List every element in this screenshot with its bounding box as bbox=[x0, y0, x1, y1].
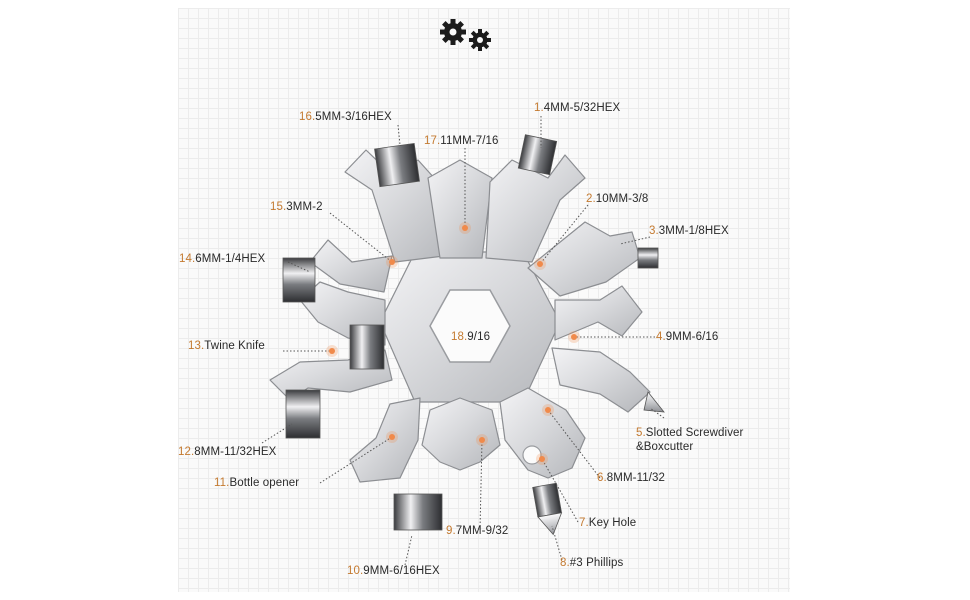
leader-line bbox=[319, 436, 393, 484]
label-number: 13. bbox=[188, 340, 205, 352]
label-text: 11MM-7/16 bbox=[440, 135, 499, 147]
label-18: 18.9/16 bbox=[451, 330, 490, 344]
leader-line bbox=[397, 124, 401, 146]
leader-line bbox=[479, 439, 483, 531]
label-text: Bottle opener bbox=[229, 477, 300, 489]
label-text: Slotted Screwdiver bbox=[645, 427, 744, 439]
marker-dot bbox=[462, 225, 468, 231]
label-4: 4.9MM-6/16 bbox=[656, 330, 718, 344]
label-16: 16.5MM-3/16HEX bbox=[299, 110, 392, 124]
label-13: 13.Twine Knife bbox=[188, 339, 265, 353]
label-17: 17.11MM-7/16 bbox=[424, 134, 499, 148]
label-9: 9.7MM-9/32 bbox=[446, 524, 508, 538]
label-number: 8. bbox=[560, 557, 570, 569]
label-15: 15.3MM-2 bbox=[270, 200, 323, 214]
label-text: 8MM-11/32HEX bbox=[194, 446, 277, 458]
marker-dot bbox=[571, 334, 577, 340]
label-8: 8.#3 Phillips bbox=[560, 556, 623, 570]
label-text: 7MM-9/32 bbox=[455, 525, 509, 537]
label-number: 15. bbox=[270, 201, 287, 213]
label-number: 2. bbox=[586, 193, 596, 205]
marker-dot bbox=[479, 437, 485, 443]
marker-dot bbox=[537, 261, 543, 267]
gears-icon bbox=[434, 13, 496, 56]
label-text: 9MM-6/16HEX bbox=[363, 565, 440, 577]
label-3: 3.3MM-1/8HEX bbox=[649, 224, 729, 238]
marker-dot bbox=[329, 348, 335, 354]
label-11: 11.Bottle opener bbox=[214, 476, 299, 490]
leader-line bbox=[547, 409, 601, 479]
label-number: 7. bbox=[579, 517, 589, 529]
label-number: 12. bbox=[178, 446, 195, 458]
marker-dot bbox=[545, 407, 551, 413]
label-text: Twine Knife bbox=[204, 340, 265, 352]
label-number: 10. bbox=[347, 565, 364, 577]
label-text: 9/16 bbox=[467, 331, 491, 343]
label-number: 11. bbox=[214, 477, 230, 489]
label-5: 5.Slotted Screwdiver&Boxcutter bbox=[636, 426, 743, 454]
label-number: 9. bbox=[446, 525, 456, 537]
leader-line bbox=[329, 212, 393, 263]
label-text: Key Hole bbox=[588, 517, 637, 529]
marker-dot bbox=[389, 434, 395, 440]
label-text: 10MM-3/8 bbox=[595, 193, 649, 205]
marker-dot bbox=[539, 456, 545, 462]
leader-line bbox=[541, 458, 579, 523]
leader-line bbox=[551, 525, 563, 561]
label-text: 4MM-5/32HEX bbox=[543, 102, 621, 114]
label-text: #3 Phillips bbox=[569, 557, 624, 569]
label-text: 3MM-2 bbox=[286, 201, 323, 213]
label-number: 18. bbox=[451, 331, 468, 343]
label-1: 1.4MM-5/32HEX bbox=[534, 101, 620, 115]
label-text: 5MM-3/16HEX bbox=[315, 111, 392, 123]
label-number: 3. bbox=[649, 225, 659, 237]
label-14: 14.6MM-1/4HEX bbox=[179, 252, 265, 266]
label-number: 17. bbox=[424, 135, 441, 147]
label-number: 6. bbox=[597, 472, 607, 484]
label-text-line2: &Boxcutter bbox=[636, 441, 694, 453]
leader-line bbox=[404, 534, 413, 566]
label-number: 1. bbox=[534, 102, 544, 114]
leader-line bbox=[619, 236, 651, 245]
label-6: 6.8MM-11/32 bbox=[597, 471, 665, 485]
marker-dot bbox=[389, 259, 395, 265]
label-text: 8MM-11/32 bbox=[606, 472, 666, 484]
label-2: 2.10MM-3/8 bbox=[586, 192, 648, 206]
leader-lines bbox=[261, 116, 665, 566]
label-number: 5. bbox=[636, 427, 646, 439]
label-text: 6MM-1/4HEX bbox=[195, 253, 266, 265]
label-number: 4. bbox=[656, 331, 666, 343]
marker-dots bbox=[326, 222, 580, 465]
label-text: 3MM-1/8HEX bbox=[658, 225, 729, 237]
label-12: 12.8MM-11/32HEX bbox=[178, 445, 276, 459]
label-7: 7.Key Hole bbox=[579, 516, 636, 530]
leader-line bbox=[539, 204, 589, 265]
snowflake-tool-body bbox=[269, 134, 665, 536]
label-number: 14. bbox=[179, 253, 196, 265]
label-10: 10.9MM-6/16HEX bbox=[347, 564, 440, 578]
leader-line bbox=[261, 423, 293, 444]
leader-line bbox=[649, 407, 665, 419]
label-number: 16. bbox=[299, 111, 316, 123]
label-text: 9MM-6/16 bbox=[665, 331, 719, 343]
leader-line bbox=[287, 261, 311, 273]
